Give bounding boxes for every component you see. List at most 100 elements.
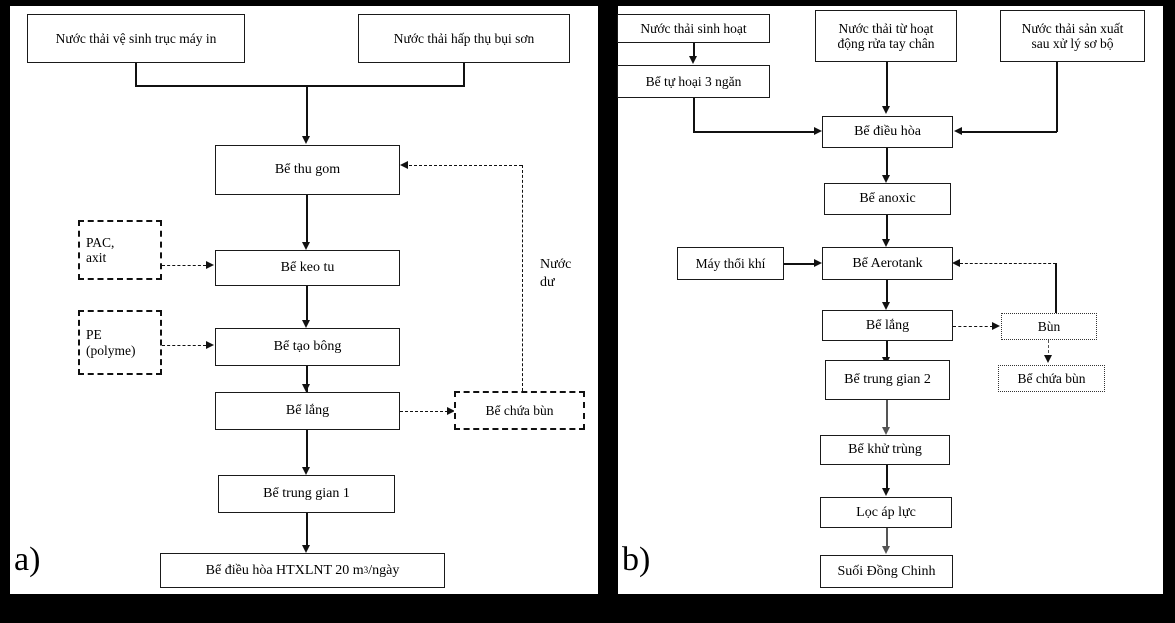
arrow-to-flocculation-tank: [302, 320, 310, 328]
line-collection-to-coagulation: [306, 195, 308, 243]
node-pac-acid[interactable]: PAC, axit: [78, 220, 162, 280]
node-aerotank[interactable]: Bể Aerotank: [822, 247, 953, 280]
pac-line-2: axit: [86, 250, 107, 265]
node-settling-tank-b[interactable]: Bể lắng: [822, 310, 953, 341]
panel-b: Nước thải sinh hoạt Bể tự hoại 3 ngăn Nư…: [608, 0, 1175, 623]
dline-settling-to-sludge: [400, 411, 448, 412]
node-disinfection-tank[interactable]: Bể khử trùng: [820, 435, 950, 465]
label-excess-water: Nước dư: [540, 256, 571, 291]
arrow-return-to-collection-tank: [400, 161, 408, 169]
node-pressure-filter[interactable]: Lọc áp lực: [820, 497, 952, 528]
line-anoxic-to-aerotank: [886, 215, 888, 242]
arrow-to-septic-tank: [689, 56, 697, 64]
label-excess-water-line2: dư: [540, 274, 555, 290]
line-flocculation-to-settling: [306, 366, 308, 392]
panel-a: Nước thải vệ sinh trục máy in Nước thải …: [0, 0, 598, 623]
node-blower[interactable]: Máy thổi khí: [677, 247, 784, 280]
pe-line-1: PE: [86, 327, 102, 343]
panel-b-caption: b): [622, 541, 651, 578]
node-pe-polymer[interactable]: PE (polyme): [78, 310, 162, 375]
node-collection-tank[interactable]: Bể thu gom: [215, 145, 400, 195]
node-src-print-roller[interactable]: Nước thải vệ sinh trục máy in: [27, 14, 245, 63]
arrow-blower-to-aerotank: [814, 259, 822, 267]
node-src-paint-dust[interactable]: Nước thải hấp thụ bụi sơn: [358, 14, 570, 63]
line-production-left: [962, 131, 1057, 133]
node-src-handwash[interactable]: Nước thải từ hoạt động rửa tay chân: [815, 10, 957, 62]
panel-a-frame-top: [0, 0, 598, 6]
dline-return-horizontal: [409, 165, 522, 166]
node-src-production[interactable]: Nước thải sản xuất sau xử lý sơ bộ: [1000, 10, 1145, 62]
dline-return-vertical: [522, 165, 523, 391]
line-equalization-to-anoxic: [886, 148, 888, 176]
node-sludge[interactable]: Bùn: [1001, 313, 1097, 340]
handwash-line-2: động rửa tay chân: [837, 36, 935, 51]
arrow-sludge-return-to-aerotank: [952, 259, 960, 267]
equalization-label-prefix: Bể điều hòa HTXLNT 20 m: [205, 562, 364, 578]
pac-line-1: PAC,: [86, 234, 115, 250]
arrow-pe-to-flocculation: [206, 341, 214, 349]
dline-pe-to-flocculation: [162, 345, 206, 346]
node-src-domestic[interactable]: Nước thải sinh hoạt: [617, 14, 770, 43]
arrow-sludge-to-holding: [1044, 355, 1052, 363]
arrow-settling-to-sludge: [447, 407, 455, 415]
arrow-to-coagulation-tank: [302, 242, 310, 250]
line-settling-to-intermediate2: [886, 341, 888, 363]
line-merge-to-collection: [306, 85, 308, 137]
panel-a-frame-left: [0, 0, 10, 623]
node-sludge-holding-tank-b[interactable]: Bể chứa bùn: [998, 365, 1105, 392]
arrow-to-intermediate-tank-1: [302, 467, 310, 475]
arrow-septic-to-equalization: [814, 127, 822, 135]
pe-line-2: (polyme): [86, 342, 136, 358]
line-disinfection-to-filter: [886, 465, 888, 491]
panel-b-frame-top: [608, 0, 1175, 6]
line-production-down: [1056, 62, 1058, 132]
arrow-pac-to-coagulation: [206, 261, 214, 269]
panel-a-caption: a): [14, 541, 41, 578]
line-filter-to-outlet: [886, 528, 888, 550]
node-equalization-tank[interactable]: Bể điều hòa: [822, 116, 953, 148]
production-line-2: sau xử lý sơ bộ: [1031, 36, 1114, 51]
line-blower-to-aerotank: [784, 263, 816, 265]
line-septic-down: [693, 98, 695, 132]
node-septic-tank-3[interactable]: Bể tự hoại 3 ngăn: [617, 65, 770, 98]
dline-sludge-return-horizontal: [960, 263, 1056, 264]
node-anoxic-tank[interactable]: Bể anoxic: [824, 183, 951, 215]
arrow-to-settling-tank: [302, 384, 310, 392]
node-intermediate-tank-1[interactable]: Bể trung gian 1: [218, 475, 395, 513]
equalization-label-superscript: 3: [363, 565, 369, 576]
node-outlet-stream[interactable]: Suối Đồng Chinh: [820, 555, 953, 588]
dline-sludge-to-holding: [1048, 340, 1049, 358]
line-handwash-down: [886, 62, 888, 107]
arrow-handwash-to-equalization: [882, 106, 890, 114]
equalization-label-suffix: /ngày: [368, 562, 400, 578]
arrow-to-aerotank: [882, 239, 890, 247]
line-intermediate1-to-equalization: [306, 513, 308, 549]
arrow-to-pressure-filter: [882, 488, 890, 496]
line-aerotank-to-settling: [886, 280, 888, 305]
node-coagulation-tank[interactable]: Bể keo tu: [215, 250, 400, 286]
handwash-line-1: Nước thải từ hoạt: [838, 20, 934, 36]
line-domestic-to-septic: [693, 43, 695, 58]
arrow-settling-to-sludge-b: [992, 322, 1000, 330]
panel-b-frame-left: [608, 0, 618, 623]
node-intermediate-tank-2[interactable]: Bể trung gian 2: [825, 360, 950, 400]
panel-divider: [598, 0, 608, 623]
line-septic-right: [693, 131, 815, 133]
arrow-to-settling-tank-b: [882, 302, 890, 310]
node-flocculation-tank[interactable]: Bể tạo bông: [215, 328, 400, 366]
arrow-production-to-equalization: [954, 127, 962, 135]
line-intermediate2-to-disinfection: [886, 400, 888, 430]
arrow-to-equalization-tank: [302, 545, 310, 553]
arrow-to-outlet-stream: [882, 546, 890, 554]
dline-pac-to-coagulation: [162, 265, 206, 266]
line-sludge-return-vertical: [1055, 263, 1057, 313]
arrow-to-collection-tank: [302, 136, 310, 144]
dline-settling-to-sludge-b: [953, 326, 993, 327]
node-settling-tank[interactable]: Bể lắng: [215, 392, 400, 430]
node-sludge-holding-tank[interactable]: Bể chứa bùn: [454, 391, 585, 430]
panel-a-frame-bottom: [0, 594, 598, 623]
arrow-to-disinfection-tank: [882, 427, 890, 435]
line-merge-horizontal: [135, 85, 465, 87]
